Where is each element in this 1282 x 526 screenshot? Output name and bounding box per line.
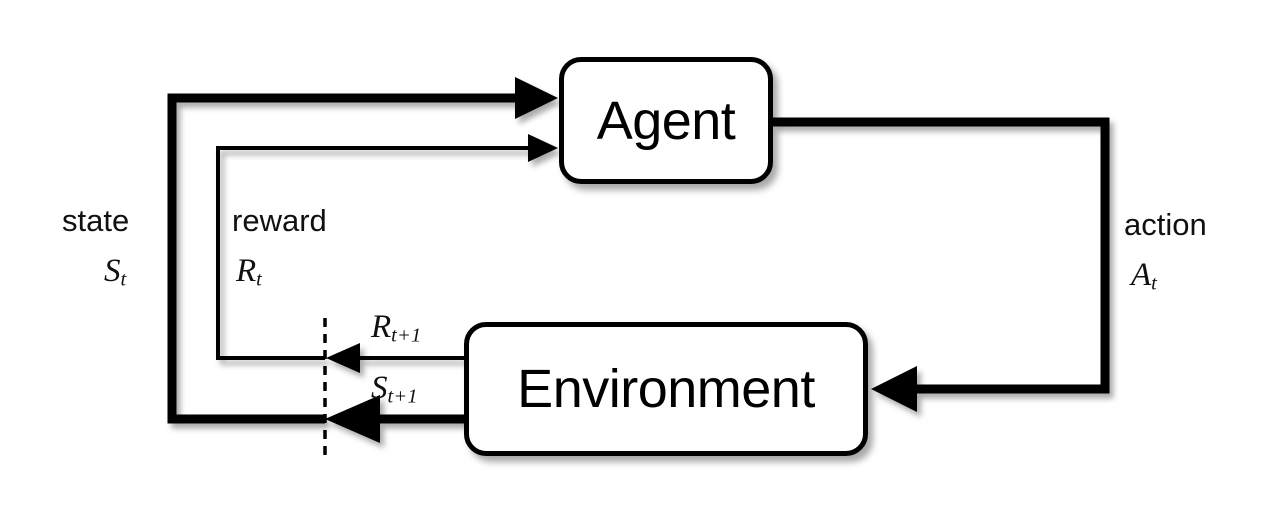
label-action-word: action (1124, 207, 1207, 242)
label-action-symbol: At (1131, 259, 1157, 294)
label-state-next-symbol: St+1 (371, 372, 418, 407)
label-action-symbol-base: A (1131, 257, 1152, 293)
node-environment-label: Environment (517, 359, 815, 419)
label-state-symbol-sub: t (120, 268, 127, 291)
edge-reward-to-agent (216, 134, 558, 360)
label-reward-symbol-sub: t (256, 268, 263, 291)
label-action-symbol-sub: t (1151, 272, 1158, 295)
label-reward-symbol-base: R (236, 253, 257, 289)
label-state-next-base: S (371, 370, 388, 406)
label-reward-next-base: R (371, 309, 392, 345)
edge-reward-next (326, 343, 467, 373)
label-state-symbol: St (104, 255, 126, 290)
edge-action-to-environment (773, 117, 1110, 412)
label-reward-word: reward (232, 203, 327, 238)
label-state-word: state (62, 203, 130, 238)
label-state-symbol-base: S (104, 253, 121, 289)
label-reward-next-symbol: Rt+1 (371, 311, 421, 346)
label-reward-symbol: Rt (236, 255, 262, 290)
edge-state-next (325, 395, 467, 443)
label-state-next-sub: t+1 (387, 385, 418, 408)
node-agent-label: Agent (596, 90, 736, 151)
edge-state-to-agent (167, 77, 558, 424)
node-environment[interactable]: Environment (464, 322, 868, 456)
node-agent[interactable]: Agent (559, 57, 773, 184)
label-reward-next-sub: t+1 (391, 324, 422, 347)
